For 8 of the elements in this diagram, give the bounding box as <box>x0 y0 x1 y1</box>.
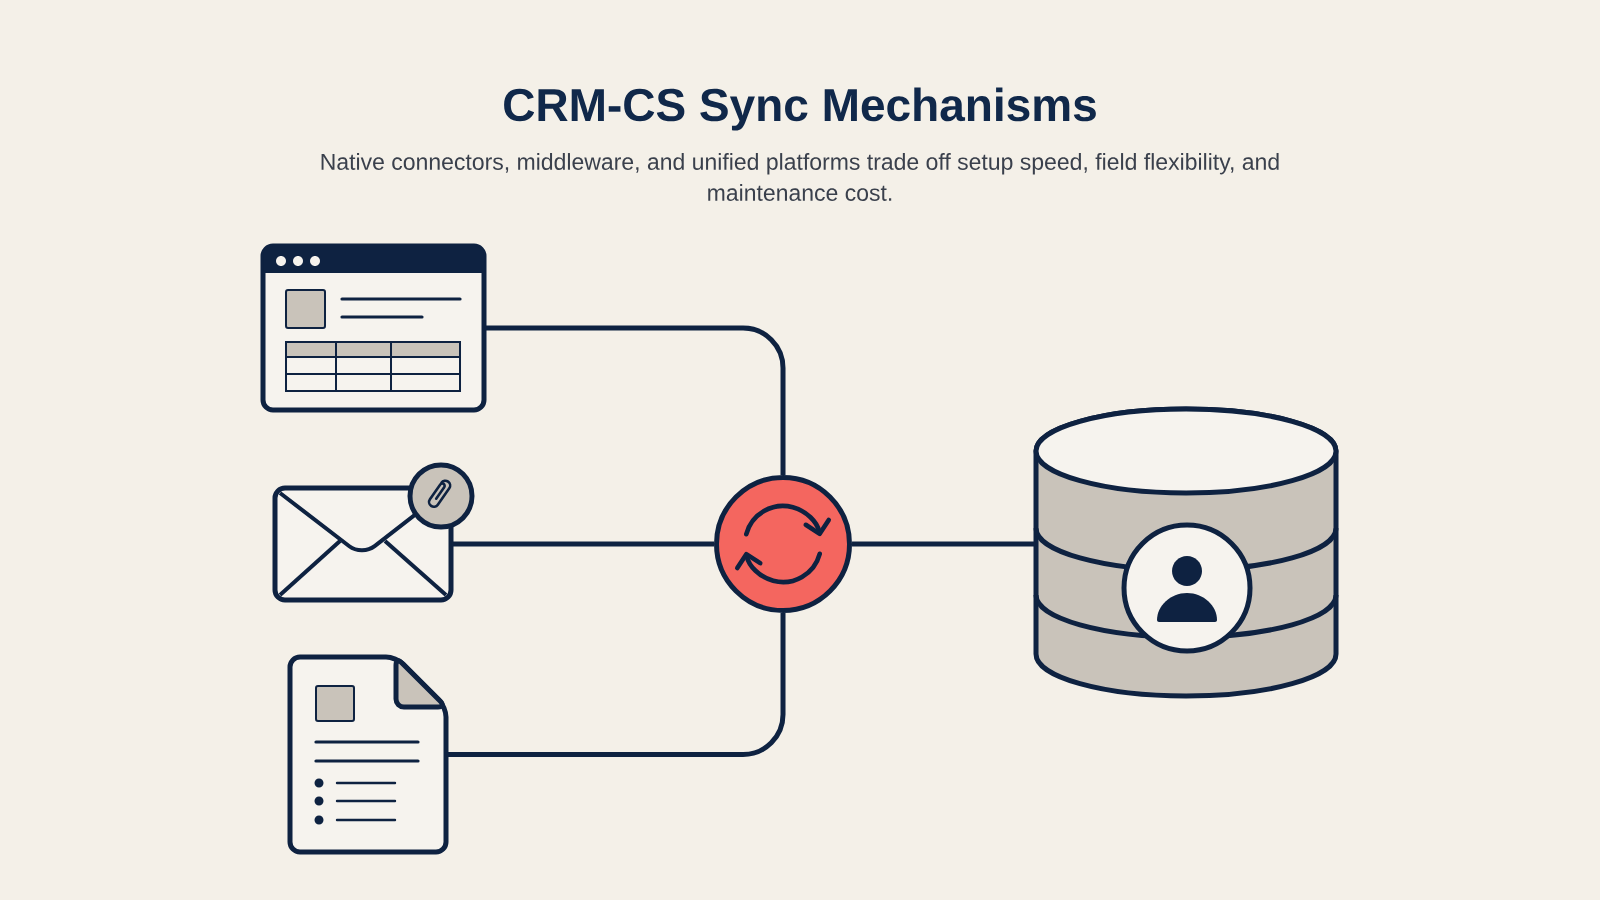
subtitle: Native connectors, middleware, and unified platforms trade off setup speed, field flexibility, and maintenance cost. <box>321 153 1279 201</box>
connector-line <box>852 541 1036 547</box>
connector-line <box>446 613 786 757</box>
connector-line <box>451 541 714 547</box>
document-drawing <box>287 654 449 855</box>
browser-window-drawing <box>260 243 487 413</box>
connector-line <box>484 325 786 475</box>
title: CRM-CS Sync Mechanisms <box>504 87 1096 131</box>
